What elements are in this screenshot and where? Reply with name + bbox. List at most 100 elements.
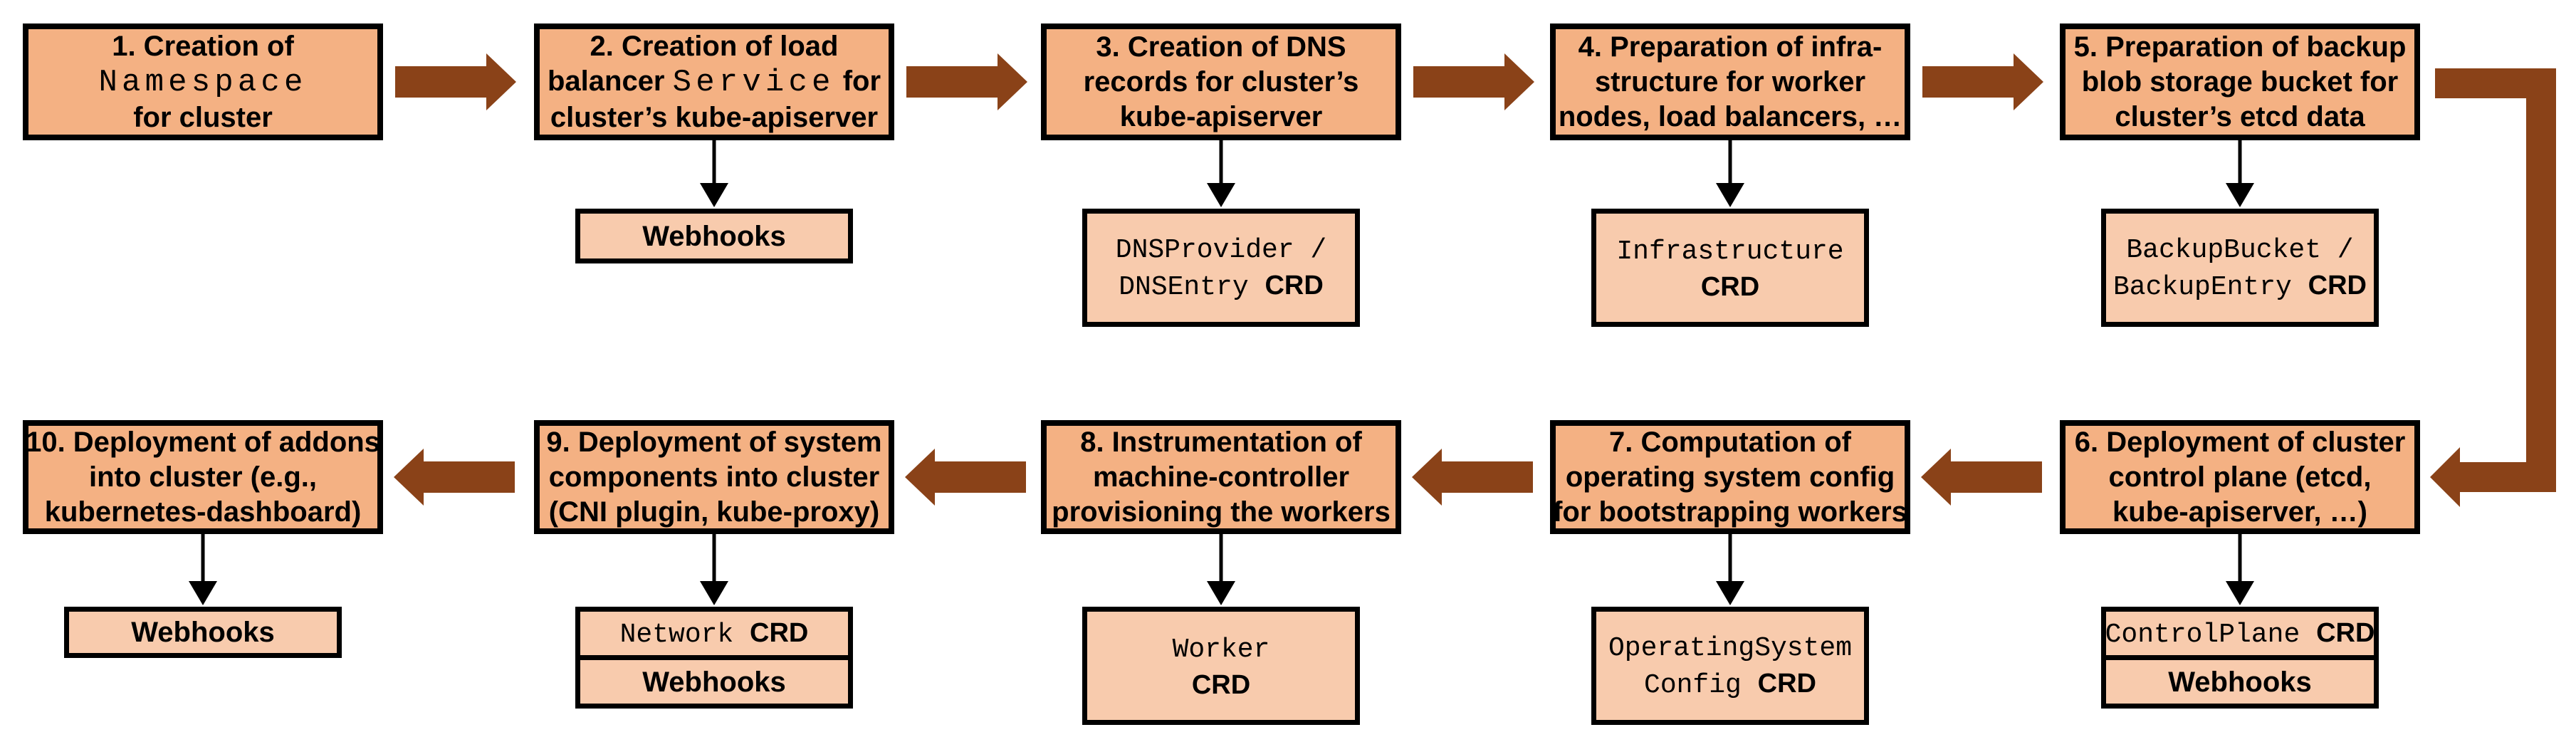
step-label-line: operating system config xyxy=(1566,460,1895,495)
sub-box-line: Webhooks xyxy=(2168,665,2312,699)
flow-arrow-6-7 xyxy=(1921,449,2042,506)
step-label-line: nodes, load balancers, … xyxy=(1559,100,1902,135)
text-label: Webhooks xyxy=(131,617,275,648)
step-label-line: 4. Preparation of infra- xyxy=(1578,30,1883,65)
sub-box-line: ControlPlane CRD xyxy=(2105,615,2375,652)
text-label: 6. Deployment of cluster xyxy=(2074,426,2406,458)
text-label: 5. Preparation of backup xyxy=(2073,31,2407,63)
text-label: 8. Instrumentation of xyxy=(1080,426,1362,458)
code-label: Infrastructure xyxy=(1616,236,1844,267)
text-label: blob storage bucket for xyxy=(2081,66,2399,98)
elbow-connector-5-6 xyxy=(2435,68,2556,492)
text-label: Webhooks xyxy=(642,220,786,252)
sub-box-line: Webhooks xyxy=(642,665,786,699)
step-label-line: records for cluster’s xyxy=(1084,65,1359,100)
step-label-line: 5. Preparation of backup xyxy=(2074,30,2407,65)
sub-box-line: Webhooks xyxy=(131,615,275,649)
sub-arrow-step-2 xyxy=(700,140,728,207)
webhooks-box-step-6: Webhooks xyxy=(2101,655,2379,709)
text-label: structure for worker xyxy=(1594,66,1866,98)
text-label: machine-controller xyxy=(1092,461,1350,493)
crd-box-step-9: Network CRD xyxy=(575,607,853,660)
crd-label: CRD xyxy=(1265,271,1324,301)
sub-box-line: BackupBucket / xyxy=(2126,231,2353,268)
text-label: for cluster xyxy=(133,101,273,133)
sub-box-line: Config CRD xyxy=(1644,666,1816,703)
sub-box-line: OperatingSystem xyxy=(1608,629,1852,666)
code-label: Config xyxy=(1644,670,1758,701)
text-label: nodes, load balancers, … xyxy=(1558,100,1902,132)
crd-box-step-6: ControlPlane CRD xyxy=(2101,607,2379,660)
code-label: Network xyxy=(619,619,750,650)
code-label: ControlPlane xyxy=(2105,619,2317,650)
step-label-line: for bootstrapping workers xyxy=(1553,495,1907,530)
text-label: kube-apiserver xyxy=(1119,100,1323,132)
step-label-line: kube-apiserver, …) xyxy=(2112,495,2367,530)
text-label: cluster’s etcd data xyxy=(2115,100,2365,132)
sub-arrow-step-5 xyxy=(2226,140,2254,207)
sub-arrow-step-9 xyxy=(700,534,728,605)
step-label-line: machine-controller xyxy=(1093,460,1349,495)
text-label: for xyxy=(834,65,881,97)
webhooks-box-step-9: Webhooks xyxy=(575,655,853,709)
flow-arrow-1-2 xyxy=(395,53,516,110)
code-label: DNSProvider / xyxy=(1115,235,1327,266)
text-label: control plane (etcd, xyxy=(2108,461,2372,493)
text-label: 7. Computation of xyxy=(1609,426,1851,458)
step-label-line: 10. Deployment of addons xyxy=(26,425,380,460)
step-label-line: structure for worker xyxy=(1595,65,1865,100)
flow-arrow-4-5 xyxy=(1922,53,2043,110)
text-label: balancer xyxy=(547,65,673,97)
sub-arrow-step-7 xyxy=(1716,534,1744,605)
step-label-line: Namespace xyxy=(98,64,307,100)
text-label: cluster’s kube-apiserver xyxy=(550,101,879,133)
text-label: 4. Preparation of infra- xyxy=(1578,31,1883,63)
sub-box-line: CRD xyxy=(1701,269,1759,304)
text-label: 3. Creation of DNS xyxy=(1096,31,1346,63)
text-label: Webhooks xyxy=(2168,666,2312,698)
step-label-line: balancer Service for xyxy=(548,64,881,100)
sub-box-line: Webhooks xyxy=(642,219,786,254)
text-label: (CNI plugin, kube-proxy) xyxy=(548,496,880,528)
sub-box-line: Infrastructure xyxy=(1616,232,1843,269)
text-label: into cluster (e.g., xyxy=(88,461,318,493)
step-label-line: (CNI plugin, kube-proxy) xyxy=(549,495,879,530)
sub-arrow-step-10 xyxy=(189,534,217,605)
step-label-line: cluster’s etcd data xyxy=(2115,100,2365,135)
crd-label: CRD xyxy=(2308,271,2367,301)
crd-box-step-3: DNSProvider / DNSEntry CRD xyxy=(1082,209,1360,327)
code-label: DNSEntry xyxy=(1119,272,1265,303)
sub-box-line: BackupEntry CRD xyxy=(2113,268,2367,305)
crd-label: CRD xyxy=(2316,617,2375,648)
code-label: OperatingSystem xyxy=(1608,633,1853,664)
crd-label: CRD xyxy=(1700,271,1760,302)
step-label-line: for cluster xyxy=(133,100,273,135)
step-label-line: components into cluster xyxy=(549,460,880,495)
code-label: Worker xyxy=(1172,634,1270,665)
text-label: components into cluster xyxy=(548,461,880,493)
sub-arrow-step-3 xyxy=(1207,140,1235,207)
text-label: Webhooks xyxy=(642,666,786,698)
flow-arrow-7-8 xyxy=(1412,449,1533,506)
text-label: 10. Deployment of addons xyxy=(26,426,380,458)
sub-box-line: Network CRD xyxy=(620,615,809,652)
step-label-line: 1. Creation of xyxy=(112,29,294,64)
step-label-line: 3. Creation of DNS xyxy=(1096,30,1346,65)
text-label: kube-apiserver, …) xyxy=(2112,496,2367,528)
flow-arrow-3-4 xyxy=(1413,53,1534,110)
flow-arrow-5-6-head xyxy=(2430,447,2460,507)
text-label: operating system config xyxy=(1565,461,1895,493)
step-label-line: kubernetes-dashboard) xyxy=(45,495,362,530)
step-label-line: kube-apiserver xyxy=(1120,100,1323,135)
step-label-line: into cluster (e.g., xyxy=(89,460,317,495)
sub-arrow-step-8 xyxy=(1207,534,1235,605)
